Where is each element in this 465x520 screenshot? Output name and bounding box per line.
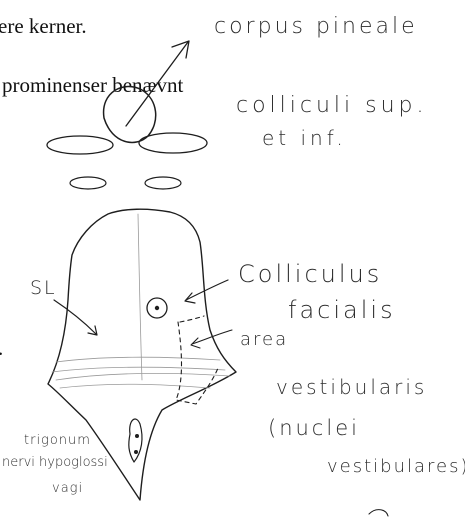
- area-arrow: [192, 330, 232, 344]
- colliculus-inferior-left: [70, 177, 106, 189]
- pineal-arrow: [126, 42, 188, 126]
- label-vestibulares: vestibulares): [327, 458, 465, 476]
- sl-arrow: [54, 300, 96, 334]
- label-nuclei: (nuclei: [268, 418, 360, 439]
- label-trigonum: trigonum: [24, 434, 91, 447]
- label-colliculus-line-1: Colliculus: [238, 262, 382, 286]
- pineal-body: [104, 86, 156, 142]
- colliculus-inferior-right: [145, 177, 181, 189]
- label-area: area: [240, 331, 288, 349]
- label-colliculi-line-2: et inf.: [262, 128, 347, 148]
- label-nervi-hypoglossi: nervi hypoglossi: [2, 456, 108, 469]
- label-corpus-pineale: corpus pineale: [214, 16, 418, 38]
- colliculus-superior-left: [47, 136, 113, 154]
- colliculus-facialis-arrow: [186, 280, 228, 300]
- label-vestibularis: vestibularis: [276, 377, 427, 397]
- label-colliculus-line-2: facialis: [288, 298, 396, 322]
- label-vagi: vagi: [52, 482, 83, 495]
- hypoglossal-trigone: [129, 419, 142, 462]
- label-sl: SL: [30, 279, 57, 298]
- label-colliculi-line-1: colliculi sup.: [236, 95, 428, 117]
- colliculus-superior-right: [139, 133, 207, 153]
